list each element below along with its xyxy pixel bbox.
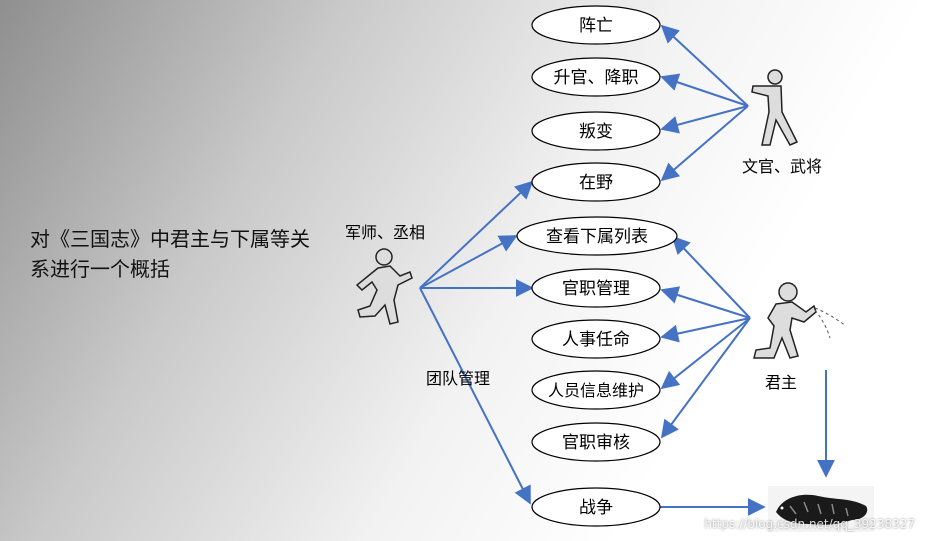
arrow-strategist-retired	[419, 180, 534, 289]
arrow-officials-promotion	[660, 73, 749, 107]
tiger-image	[768, 486, 874, 532]
arrow-lord-staff-info	[660, 317, 751, 390]
actor-officials-icon[interactable]	[751, 69, 799, 146]
use-case-position-management-label: 官职管理	[562, 279, 630, 299]
lord-arrows	[660, 235, 835, 478]
officials-arrows	[660, 24, 749, 182]
use-case-staff-info-maintenance[interactable]: 人员信息维护	[531, 370, 661, 410]
use-case-view-subordinates[interactable]: 查看下属列表	[516, 216, 678, 256]
arrow-lord-view	[671, 235, 751, 319]
use-case-personnel-appointment[interactable]: 人事任命	[531, 319, 661, 359]
use-case-retired-label: 在野	[579, 173, 613, 193]
diagram-description: 对《三国志》中君主与下属等关系进行一个概括	[30, 227, 310, 281]
actor-officials-label: 文官、武将	[742, 157, 822, 176]
strategist-arrows	[419, 180, 534, 505]
actor-strategist-icon[interactable]	[355, 248, 413, 325]
use-case-death[interactable]: 阵亡	[531, 5, 661, 45]
actor-strategist-label: 军师、丞相	[345, 223, 425, 242]
use-case-position-review[interactable]: 官职审核	[531, 422, 661, 462]
arrow-lord-appointment	[660, 317, 751, 343]
use-case-promotion-label: 升官、降职	[554, 68, 639, 88]
use-case-war[interactable]: 战争	[531, 487, 661, 527]
use-case-promotion[interactable]: 升官、降职	[531, 57, 661, 97]
use-cases: 阵亡 升官、降职 叛变 在野 查看下属列表 官职管理 人事任命 人员信息维护	[516, 5, 678, 527]
arrow-officials-death	[660, 24, 749, 107]
arrow-strategist-war	[419, 287, 531, 505]
arrow-strategist-view	[419, 235, 518, 289]
use-case-view-subordinates-label: 查看下属列表	[546, 227, 648, 247]
watermark: https://blog.csdn.net/qq_39238327	[704, 517, 915, 531]
use-case-rebellion-label: 叛变	[579, 122, 613, 142]
arrow-lord-review	[660, 317, 751, 439]
use-case-rebellion[interactable]: 叛变	[531, 111, 661, 151]
arrow-officials-rebellion	[660, 105, 749, 134]
use-case-war-label: 战争	[579, 498, 613, 518]
use-case-retired[interactable]: 在野	[531, 162, 661, 202]
arrow-lord-position	[660, 286, 751, 319]
actor-lord-label: 君主	[765, 373, 797, 392]
arrow-officials-retired	[660, 105, 749, 182]
use-case-personnel-appointment-label: 人事任命	[562, 330, 630, 350]
use-case-death-label: 阵亡	[579, 16, 613, 36]
edge-label-team-management: 团队管理	[426, 369, 490, 388]
use-case-staff-info-maintenance-label: 人员信息维护	[548, 381, 644, 400]
use-case-position-management[interactable]: 官职管理	[531, 268, 661, 308]
actor-lord-icon[interactable]	[753, 282, 847, 359]
use-case-position-review-label: 官职审核	[562, 433, 630, 453]
